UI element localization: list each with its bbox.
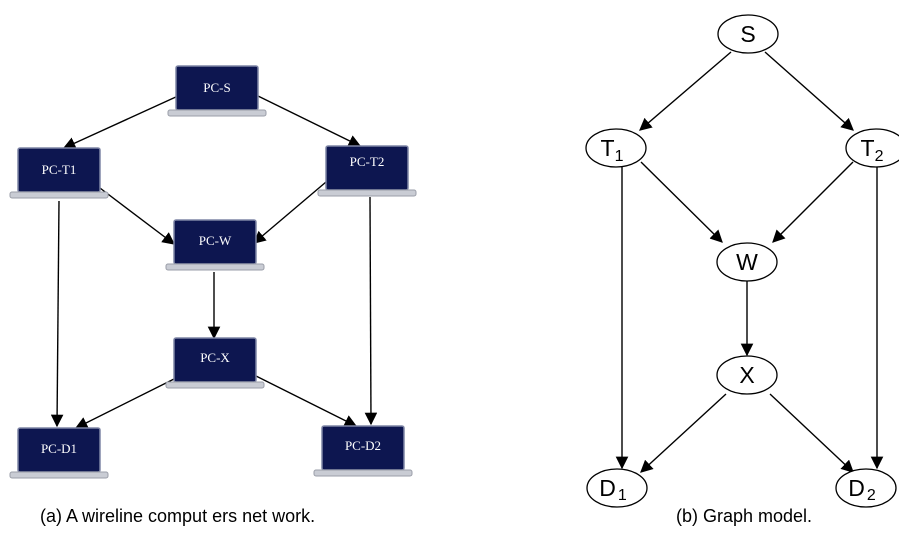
network-diagram: PC-S PC-T1 PC-T2 PC-W PC-X PC-D1: [9, 65, 417, 479]
caption-graph-model: (b) Graph model.: [676, 506, 813, 526]
graph-node-s-label: S: [740, 21, 755, 47]
graph-node-w-label: W: [736, 249, 758, 275]
edge-x-d2: [769, 393, 854, 473]
graph-node-t1-label: T: [601, 135, 615, 161]
edge-t2-w: [772, 161, 854, 243]
graph-node-s: S: [717, 14, 779, 54]
laptop-label-pc-x: PC-X: [200, 350, 230, 365]
edge-x-d1: [640, 393, 727, 473]
laptop-pc-t1: PC-T1: [9, 147, 109, 199]
laptop-pc-w: PC-W: [165, 219, 265, 271]
graph-node-t1-subscript: 1: [615, 148, 624, 165]
svg-text:T2: T2: [861, 135, 884, 165]
laptop-label-pc-t1: PC-T1: [42, 162, 77, 177]
graph-node-d1-subscript: 1: [618, 487, 627, 504]
edge-pct2-pcw: [253, 181, 327, 244]
svg-text:T1: T1: [601, 135, 624, 165]
laptop-pc-d1: PC-D1: [9, 427, 109, 479]
graph-node-d2-subscript: 2: [867, 487, 876, 504]
laptop-pc-d2: PC-D2: [313, 425, 413, 477]
laptop-pc-t2: PC-T2: [317, 145, 417, 197]
svg-text:D2: D2: [848, 475, 876, 504]
laptop-label-pc-w: PC-W: [199, 233, 232, 248]
edge-pct1-pcd1: [50, 200, 64, 428]
graph-node-t1: T1: [585, 128, 647, 168]
graph-node-d2-label: D: [848, 475, 865, 501]
edge-pct2-pcd2: [364, 196, 378, 426]
laptop-label-pc-d2: PC-D2: [345, 438, 381, 453]
edge-pcx-pcd2: [255, 375, 358, 427]
edge-pcs-pct2: [257, 95, 362, 147]
laptop-label-pc-s: PC-S: [203, 80, 230, 95]
edge-pcx-pcd1: [74, 375, 181, 429]
edge-pct1-pcw: [95, 184, 176, 245]
graph-node-t2-label: T: [861, 135, 875, 161]
graph-node-x-label: X: [739, 362, 754, 388]
graph-node-w: W: [716, 242, 778, 282]
edge-s-t1: [639, 51, 732, 131]
laptop-label-pc-t2: PC-T2: [350, 154, 385, 169]
edge-t1-w: [640, 161, 723, 243]
graph-node-t2: T2: [845, 128, 899, 168]
laptop-pc-s: PC-S: [167, 65, 267, 117]
graph-node-x: X: [716, 355, 778, 395]
laptop-pc-x: PC-X: [165, 337, 265, 389]
caption-network: (a) A wireline comput ers net work.: [40, 506, 316, 526]
graph-node-d1-label: D: [599, 475, 616, 501]
edge-s-t2: [764, 51, 854, 131]
graph-node-t2-subscript: 2: [875, 148, 884, 165]
svg-text:D1: D1: [599, 475, 627, 504]
laptop-label-pc-d1: PC-D1: [41, 441, 77, 456]
edge-pcs-pct1: [62, 95, 179, 150]
